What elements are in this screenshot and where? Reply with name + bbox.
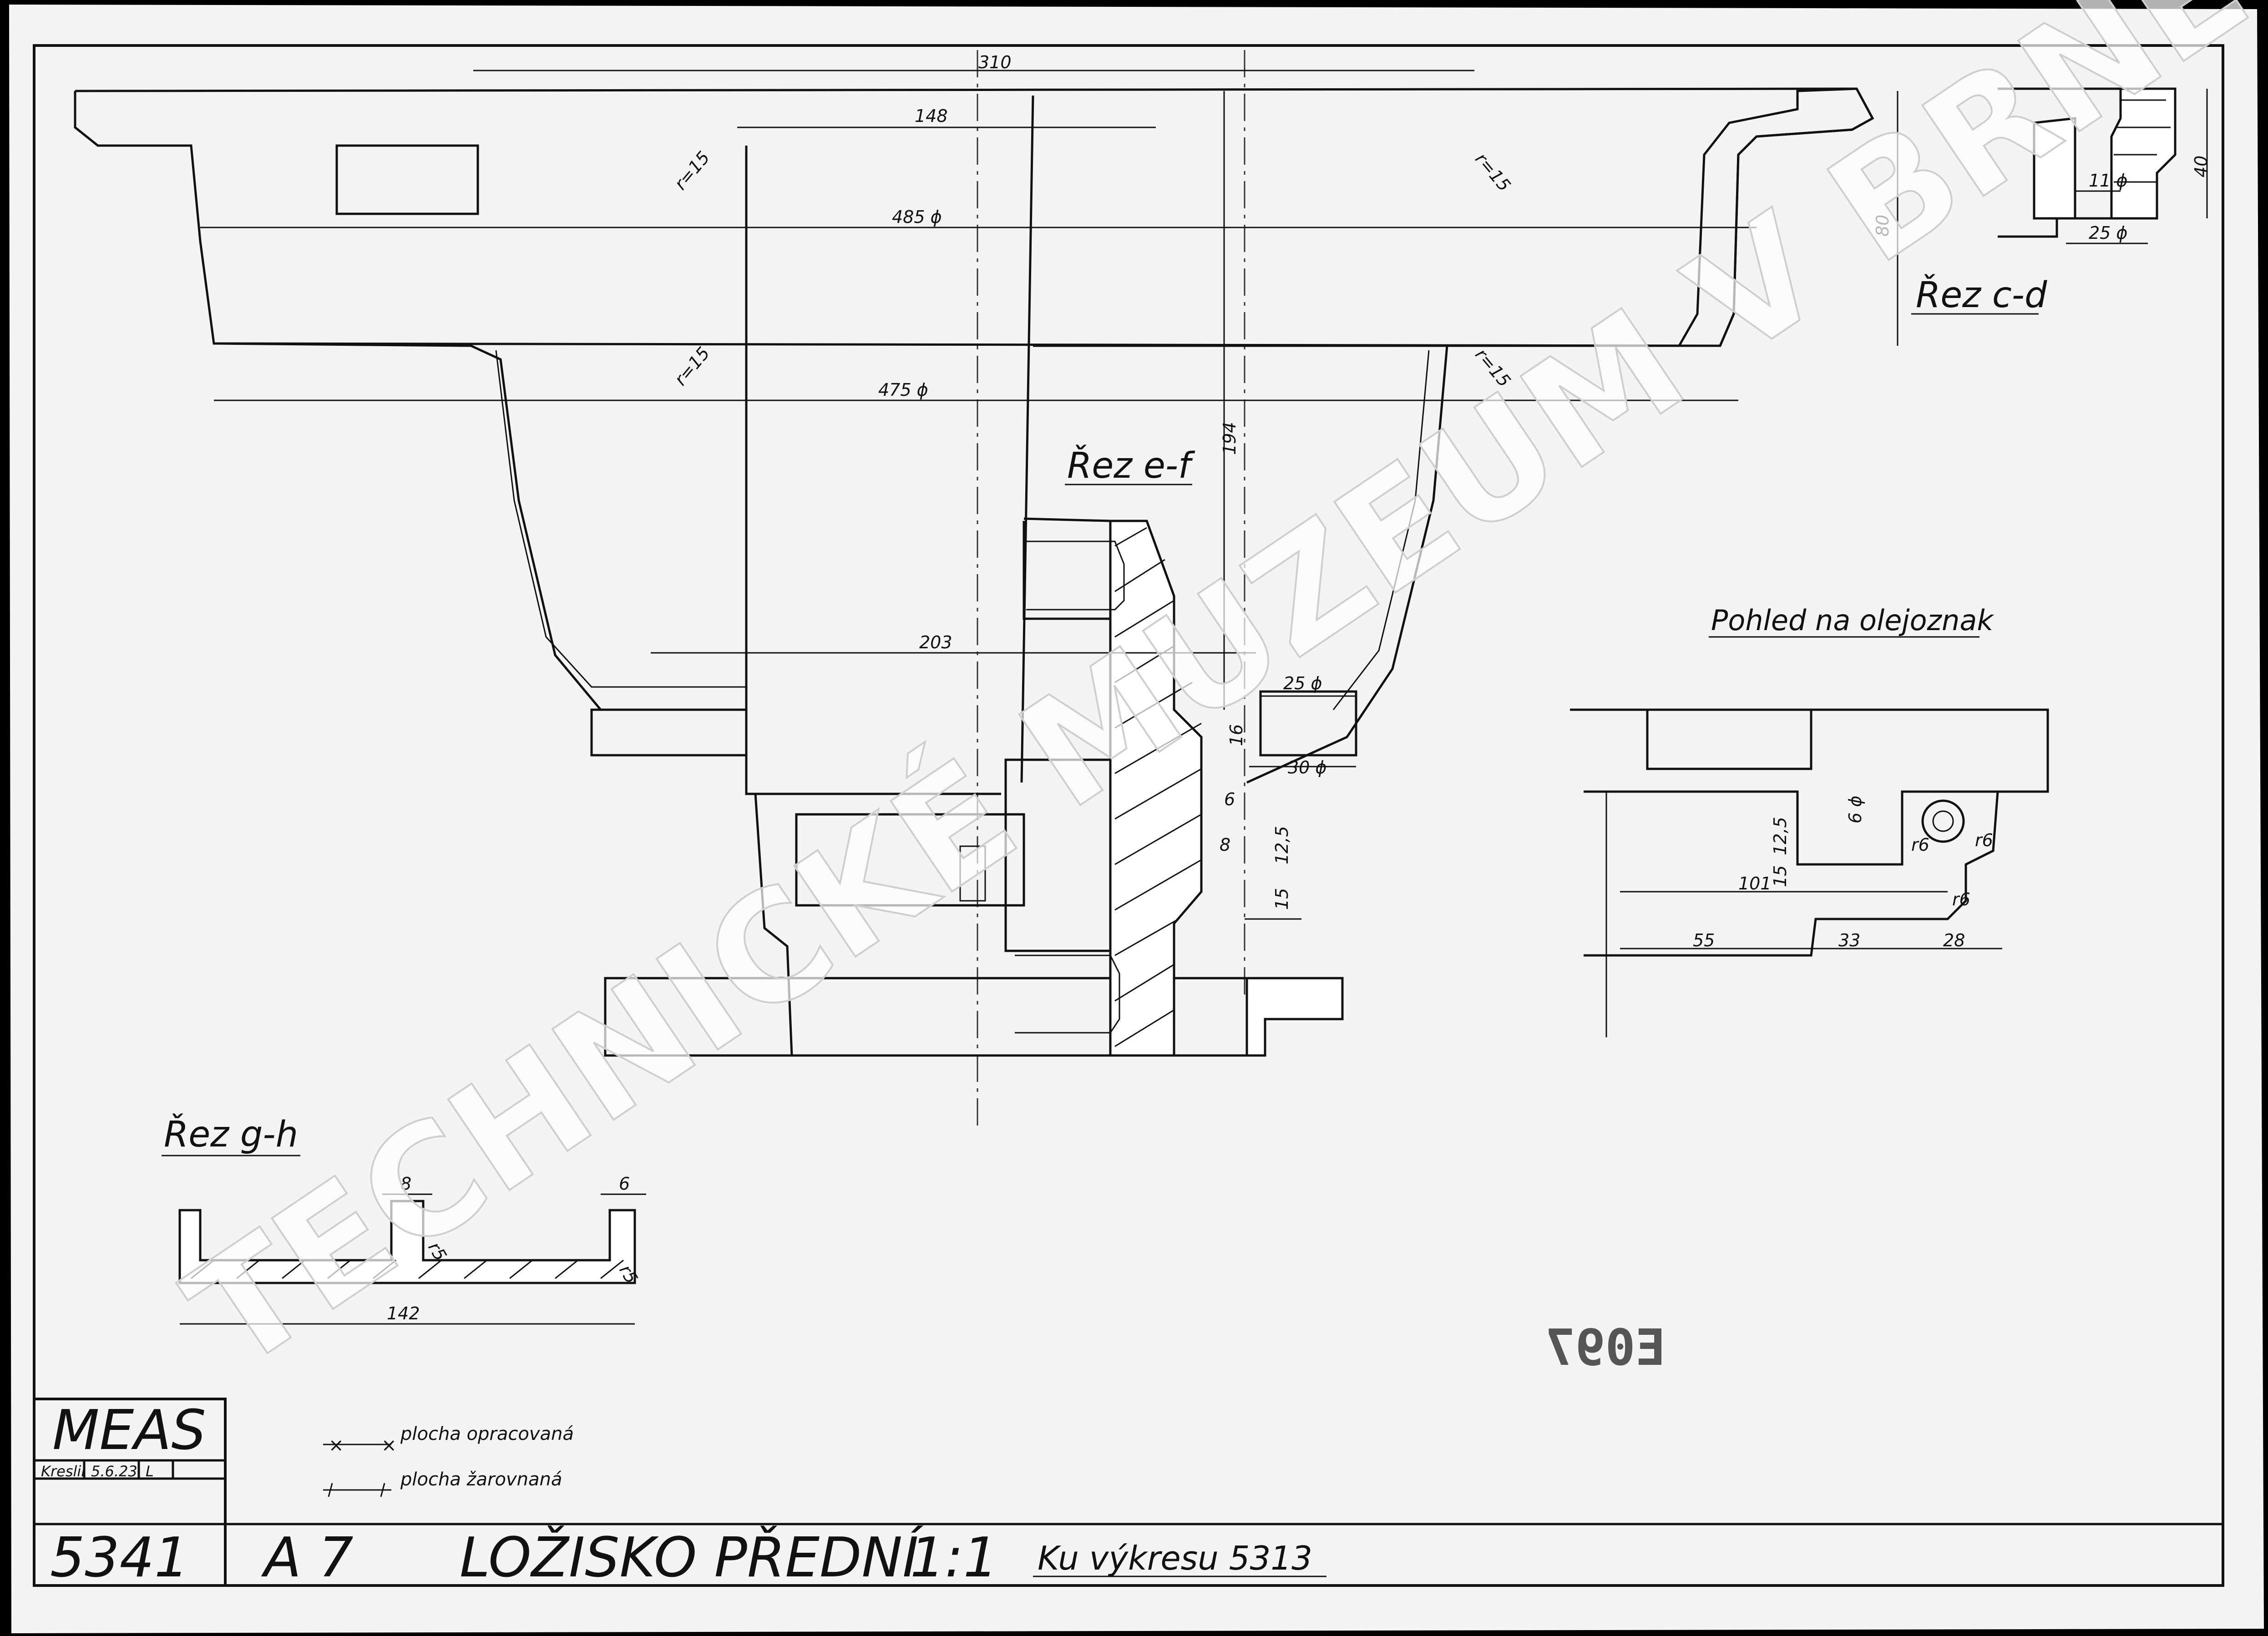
gh-dim-8: 8 (400, 1174, 411, 1194)
ov-dim-r6-c: r6 (1952, 889, 1970, 909)
label-oil-view: Pohled na olejoznak (1711, 604, 1994, 637)
section-gh-view (178, 1193, 646, 1325)
label-section-gh: Řez g-h (164, 1113, 298, 1155)
dim-16: 16 (1226, 724, 1246, 746)
drawn-label: Kreslil (41, 1463, 85, 1480)
label-section-cd: Řez c-d (1916, 274, 2047, 316)
ov-dim-r6-b: r6 (1975, 830, 1993, 850)
section-cd-view (1998, 87, 2208, 244)
ov-dim-28: 28 (1943, 930, 1965, 950)
foot-hatch (1245, 977, 1344, 1057)
dim-15: 15 (1272, 888, 1292, 910)
ov-dim-6: 6 ϕ (1845, 796, 1865, 823)
legend-leveled: plocha žarovnaná (400, 1469, 562, 1490)
pedestal-window (795, 813, 1025, 907)
cd-dim-25: 25 ϕ (2089, 223, 2128, 243)
main-view (74, 87, 1874, 1057)
label-section-ef: Řez e-f (1067, 444, 1195, 486)
pedestal-slot (959, 845, 986, 902)
section-ef-rib-top (1023, 517, 1111, 620)
lug-left (590, 708, 748, 757)
flange-right-section (1677, 87, 1874, 347)
dim-12-5: 12,5 (1272, 826, 1292, 864)
inner-curve-right (1332, 350, 1430, 710)
drawn-initial: L (146, 1463, 154, 1480)
ov-dim-15: 15 (1770, 865, 1790, 887)
drawn-date: 5.6.23 (91, 1463, 137, 1480)
reference: Ku výkresu 5313 (1038, 1539, 1312, 1577)
dim-6: 6 (1224, 789, 1235, 809)
dim-203: 203 (919, 632, 952, 652)
ov-dim-r6-a: r6 (1911, 835, 1929, 855)
dim-475: 475 ϕ (878, 380, 928, 400)
dimension-lines (200, 70, 1898, 920)
boss-left (335, 144, 479, 215)
dim-485: 485 ϕ (892, 207, 942, 227)
part-name: LOŽISKO PŘEDNÍ (460, 1526, 923, 1590)
gh-dim-142: 142 (387, 1303, 420, 1323)
gh-dim-6: 6 (619, 1174, 630, 1194)
drawing-number: 5341 (50, 1526, 189, 1590)
ov-dim-101: 101 (1738, 874, 1772, 894)
drawing-frame (33, 44, 2224, 1587)
section-ef (1004, 517, 1203, 1057)
dim-30: 30 ϕ (1288, 757, 1327, 778)
inner-wall-right (1020, 95, 1034, 783)
title-block (33, 1398, 2223, 1587)
format: A 7 (261, 1526, 354, 1590)
legend-machined: plocha opracovaná (400, 1424, 574, 1444)
stamp: E097 (1545, 1318, 1666, 1377)
dim-194: 194 (1220, 422, 1240, 455)
dim-310: 310 (978, 52, 1012, 72)
section-ef-lower (1015, 954, 1120, 1034)
ov-dim-12-5: 12,5 (1770, 817, 1790, 855)
inner-curve-left (495, 350, 746, 688)
section-ef-hatch (1114, 527, 1202, 1047)
scale: 1:1 (910, 1526, 998, 1590)
hub-right (1246, 345, 1448, 784)
svg-text:×: × (329, 1435, 344, 1456)
section-ef-box (1004, 758, 1112, 952)
company-name: MEAS (52, 1399, 206, 1462)
dim-25-a: 25 ϕ (1283, 673, 1322, 693)
lug-right (1259, 690, 1357, 757)
dim-8: 8 (1220, 835, 1230, 855)
section-ef-rib-inner (1026, 540, 1125, 611)
svg-text:×: × (381, 1435, 397, 1456)
base-line (213, 342, 1721, 347)
cd-dim-11: 11 ϕ (2089, 171, 2128, 191)
dim-148: 148 (915, 106, 948, 126)
legend: × × plocha opracovaná plocha žarovnaná (323, 1424, 574, 1497)
oil-view (1570, 708, 2049, 1037)
dim-80: 80 (1873, 215, 1893, 237)
cd-dim-40: 40 (2191, 156, 2211, 177)
ov-dim-33: 33 (1838, 930, 1860, 950)
ov-dim-55: 55 (1693, 930, 1715, 950)
